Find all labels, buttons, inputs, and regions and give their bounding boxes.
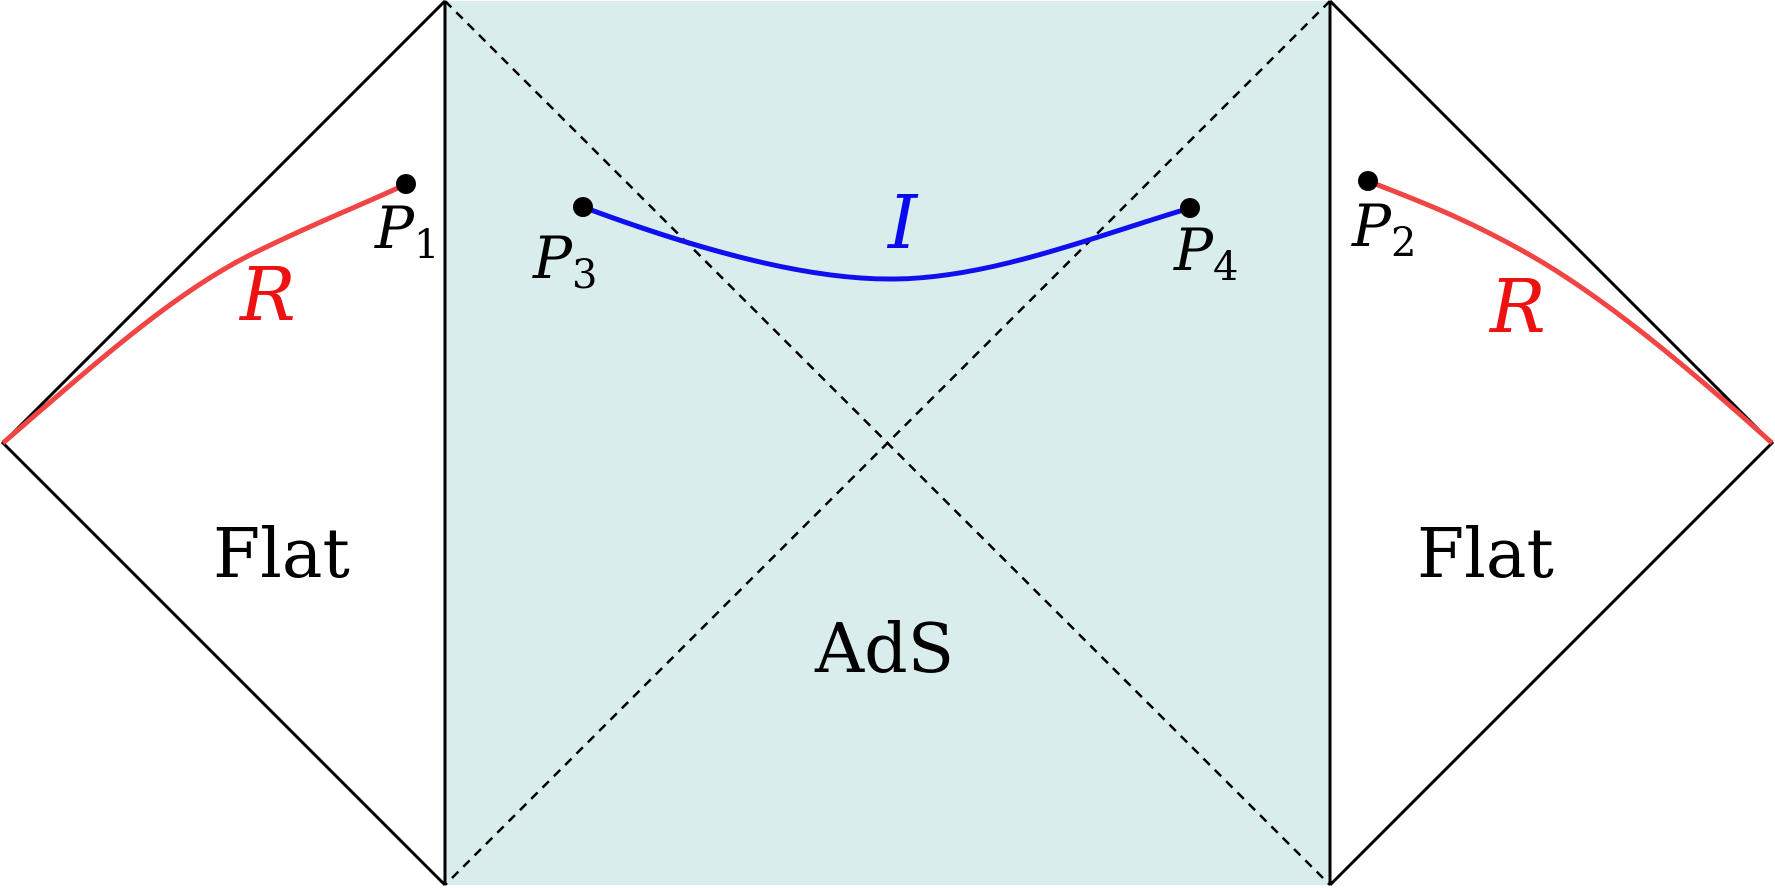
point-p1-subscript: 1 xyxy=(414,222,439,268)
point-p2-label: P2 xyxy=(1351,192,1416,266)
point-p4-marker xyxy=(1180,198,1200,218)
point-p1-marker xyxy=(396,174,416,194)
left-R-label: R xyxy=(238,252,296,338)
point-p3-marker xyxy=(573,197,593,217)
point-p3-letter: P xyxy=(532,224,573,292)
right-R-label: R xyxy=(1488,264,1546,350)
left-flat-boundary xyxy=(0,0,447,887)
left-flat-label: Flat xyxy=(213,515,350,594)
point-p1-label: P1 xyxy=(374,194,439,268)
point-p1-letter: P xyxy=(374,194,415,262)
right-flat-label: Flat xyxy=(1417,515,1554,594)
point-p3-subscript: 3 xyxy=(572,252,597,298)
point-p4-label: P4 xyxy=(1173,216,1238,290)
right-flat-boundary xyxy=(1328,0,1775,887)
right-R-curve xyxy=(1367,178,1774,445)
horizon-dashed-line xyxy=(444,0,1331,886)
point-p3-label: P3 xyxy=(532,224,597,298)
island-I-curve xyxy=(582,204,1191,282)
point-p2-subscript: 2 xyxy=(1391,220,1416,266)
point-p4-letter: P xyxy=(1173,216,1214,284)
island-I-label: I xyxy=(886,180,919,266)
point-p2-letter: P xyxy=(1351,192,1392,260)
point-p4-subscript: 4 xyxy=(1213,244,1238,290)
ads-label: AdS xyxy=(814,610,954,689)
point-p2-marker xyxy=(1358,171,1378,191)
left-R-curve xyxy=(1,181,408,445)
